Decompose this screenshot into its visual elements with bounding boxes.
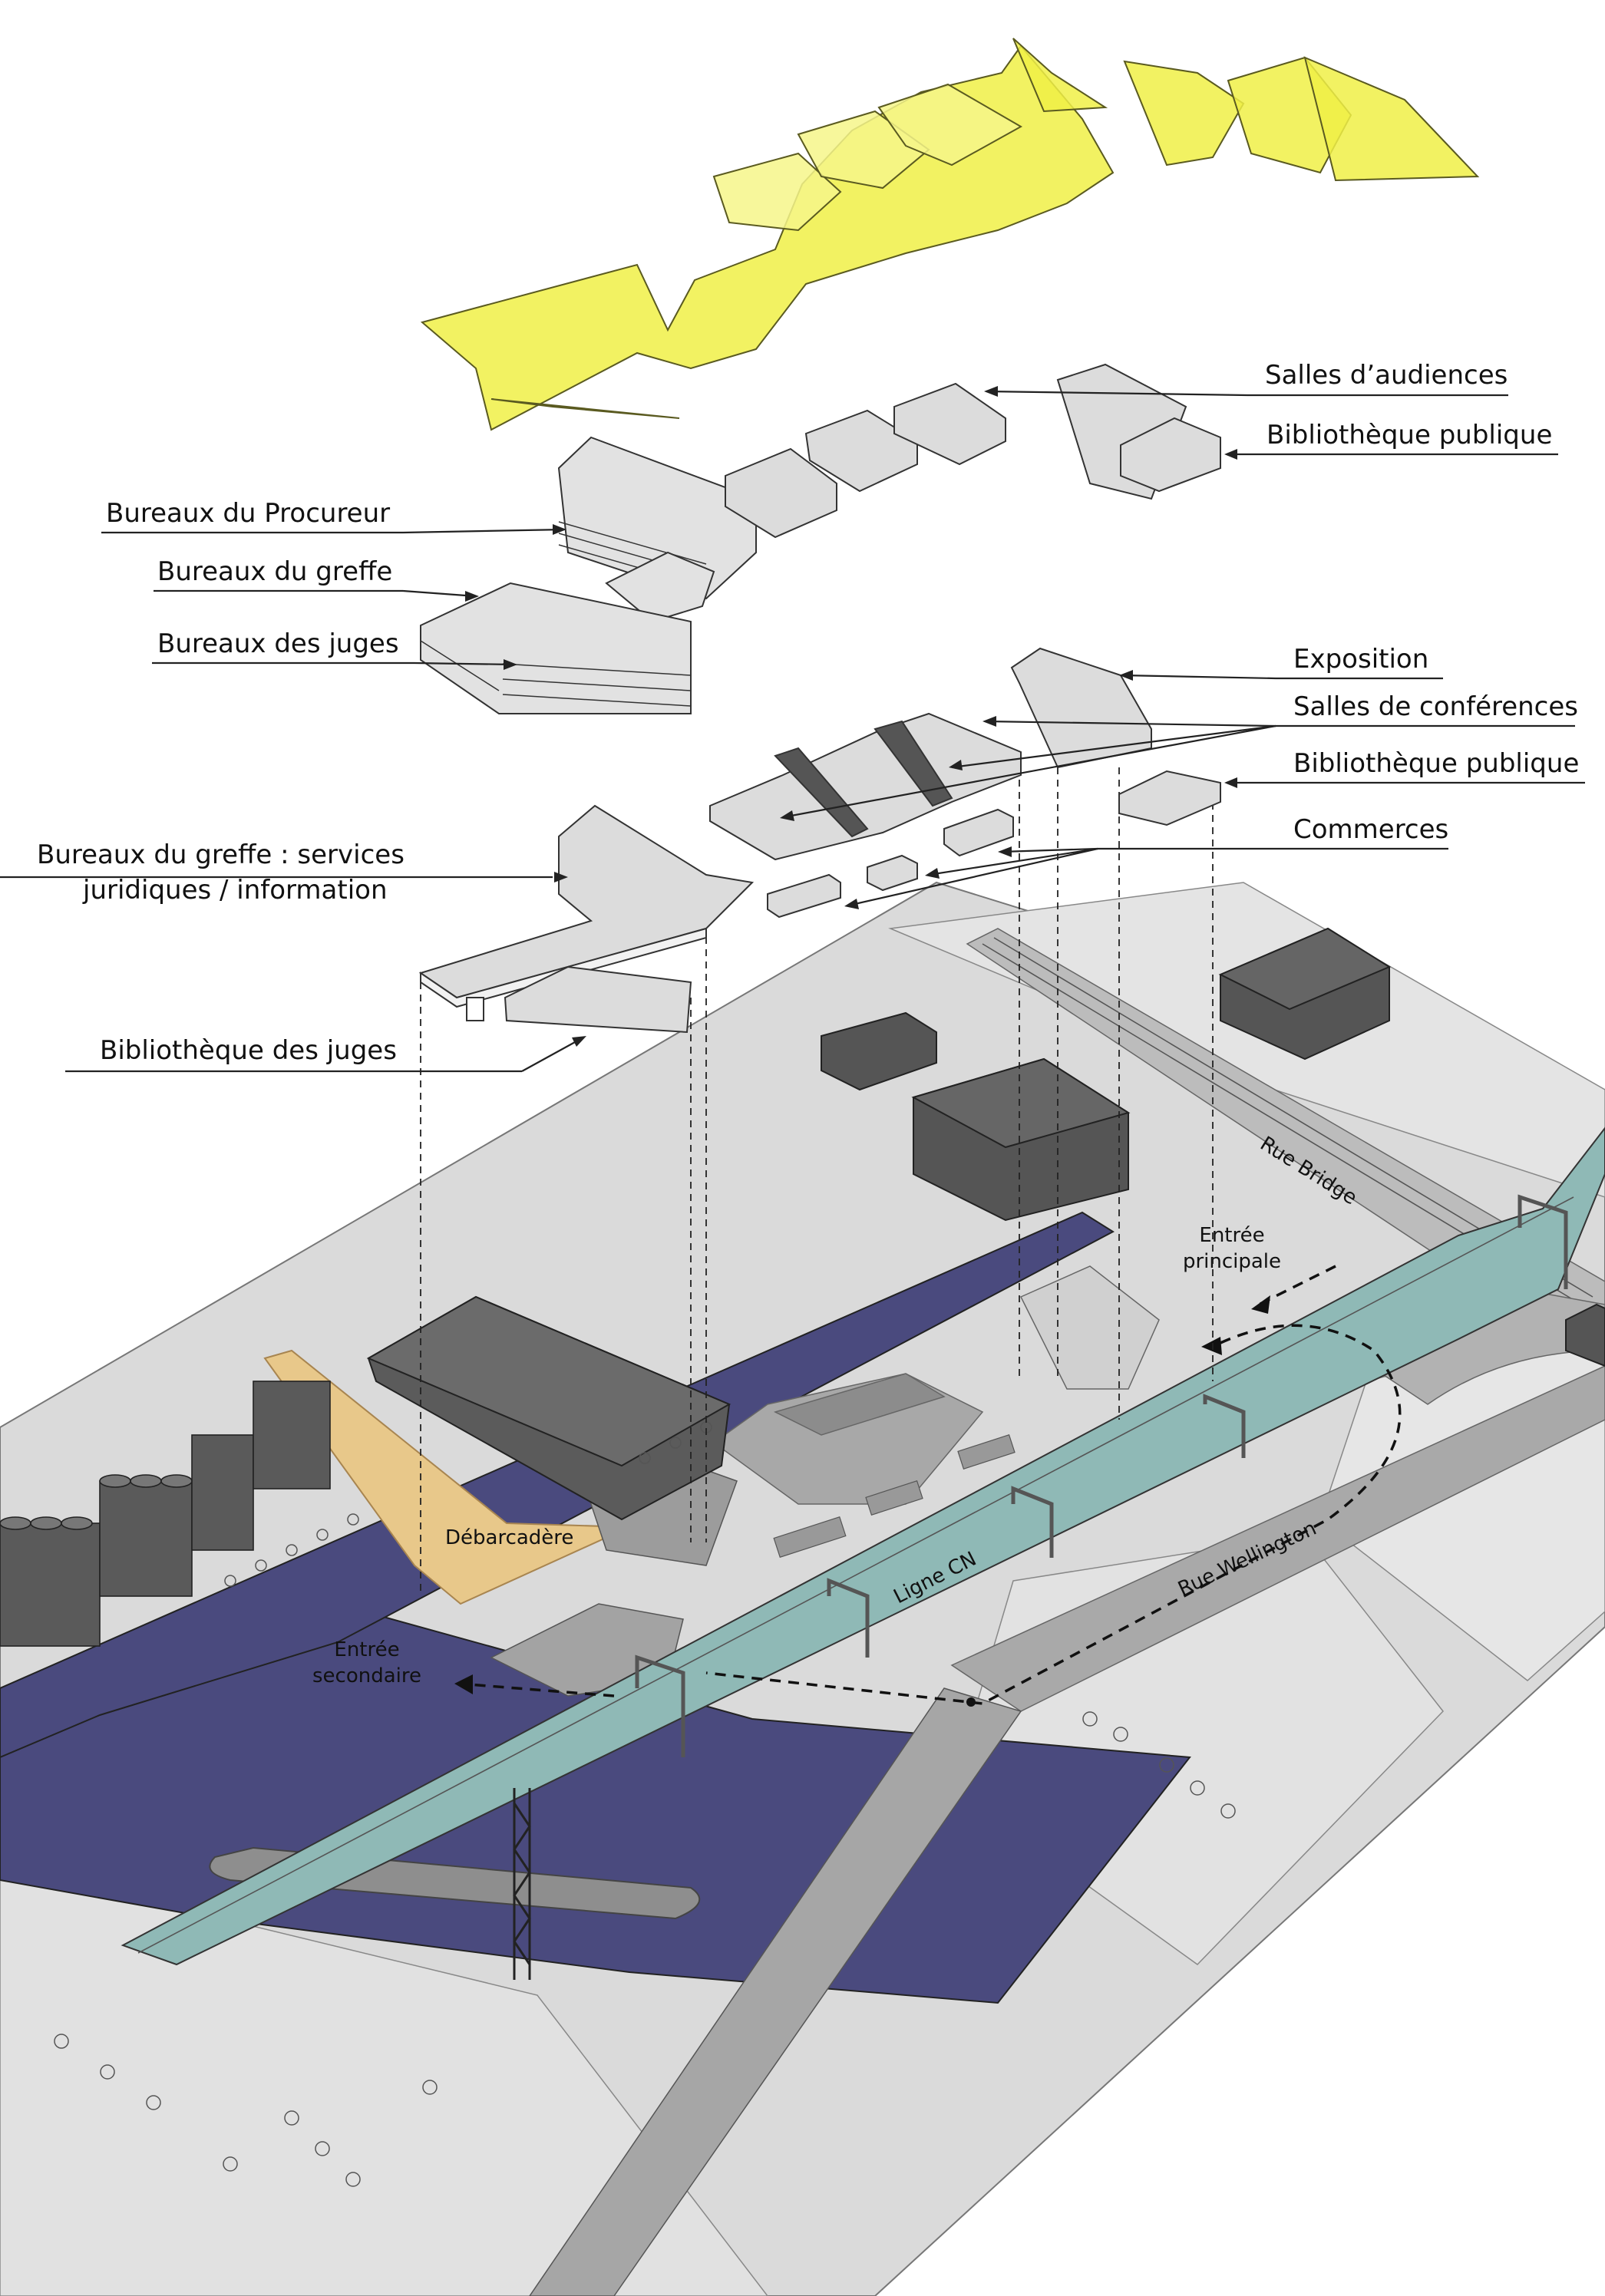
volume-commerce-2: [867, 854, 918, 892]
arrow-secondaire: [467, 1683, 615, 1697]
entree-principale-label-2: principale: [1183, 1250, 1281, 1273]
ligne-cn-viaduct: [121, 1127, 1605, 1966]
ground-level-volumes: [418, 647, 1221, 1034]
yellow-roof: [420, 38, 1480, 431]
label-greffe-services-1: Bureaux du greffe : services: [37, 840, 405, 870]
label-salles-conferences: Salles de conférences: [1293, 691, 1578, 722]
entree-secondaire-label-2: secondaire: [312, 1664, 421, 1687]
volume-office-box-1: [725, 447, 837, 539]
label-bureaux-procureur: Bureaux du Procureur: [106, 498, 390, 529]
entree-principale-label: Entrée: [1199, 1224, 1264, 1247]
volume-office-box-2: [804, 409, 918, 493]
label-bibliotheque-publique-top: Bibliothèque publique: [1266, 420, 1552, 450]
label-exposition: Exposition: [1293, 644, 1428, 675]
footprint-conferences-2: [773, 1373, 946, 1436]
footprint-commerce-2: [865, 1480, 923, 1516]
steel-bridge: [513, 1788, 531, 1980]
grain-silos: [0, 1381, 331, 1647]
label-bibliotheque-publique-mid: Bibliothèque publique: [1293, 748, 1579, 779]
volume-commerce-1: [943, 808, 1014, 857]
projection-lines: [420, 767, 1214, 1596]
canal: [0, 1211, 1115, 1759]
parcel-south: [0, 1864, 768, 2296]
entree-secondaire-label: Entrée: [334, 1638, 399, 1661]
label-salles-audiences: Salles d’audiences: [1265, 360, 1508, 391]
arrow-principale: [1258, 1265, 1336, 1306]
volume-exposition: [1010, 647, 1152, 769]
label-commerces: Commerces: [1293, 814, 1448, 845]
existing-building-east: [1565, 1303, 1605, 1367]
south-road: [529, 1687, 1022, 2296]
volume-bureaux-juges: [420, 582, 692, 714]
debarcadere-label: Débarcadère: [445, 1526, 573, 1549]
volume-commerce-3: [767, 873, 841, 919]
volume-bureaux-procureur: [557, 436, 757, 600]
upper-level-volumes: [420, 363, 1221, 714]
volume-salles-audiences: [893, 382, 1006, 466]
label-bureaux-juges: Bureaux des juges: [157, 628, 399, 659]
entree-principale-path: [705, 1324, 1402, 1705]
annotations: Salles d’audiences Bibliothèque publique…: [0, 360, 1585, 1073]
label-bureaux-greffe: Bureaux du greffe: [157, 556, 392, 587]
existing-building-mid: [911, 1057, 1131, 1222]
site-plan: Entrée principale Entrée secondaire Déba…: [0, 881, 1605, 2296]
footprint-commerce-1: [773, 1516, 847, 1559]
volume-bibliotheque-juges: [504, 965, 692, 1034]
viaduct-portals: [635, 1194, 1568, 1757]
existing-building-large: [366, 1295, 731, 1521]
volume-conferences: [709, 712, 1022, 861]
existing-building-ne: [1218, 927, 1392, 1061]
existing-building-small: [821, 1011, 937, 1091]
volume-bibliotheque-publique-top: [1120, 417, 1221, 493]
label-bibliotheque-juges: Bibliothèque des juges: [100, 1035, 397, 1066]
label-greffe-services-2: juridiques / information: [82, 875, 388, 906]
footprint-commerce-3: [957, 1434, 1016, 1470]
footprint-exposition: [1019, 1265, 1160, 1390]
volume-bibliotheque-publique-mid: [1118, 770, 1221, 826]
